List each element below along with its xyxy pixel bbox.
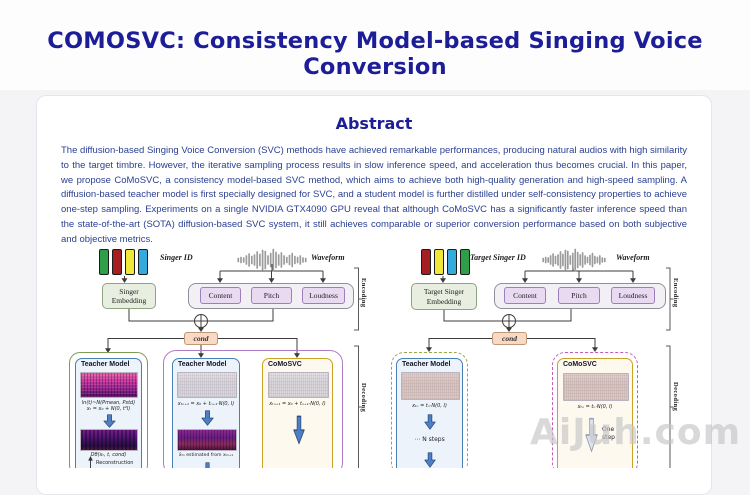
comosvc-title: CoMoSVC <box>563 361 597 368</box>
teacher-dashed-frame <box>391 352 468 468</box>
watermark: AiJuh.com <box>530 412 742 453</box>
teacher-model-box-inference: Teacher Model xₜₙ = tₙ·N(0, I) ⋯ N steps <box>396 358 463 468</box>
singer-id-block <box>460 249 470 275</box>
target-singer-embedding-box: Target Singer Embedding <box>411 283 477 310</box>
singer-id-block <box>447 249 457 275</box>
sum-icon <box>194 314 516 328</box>
output-spectrogram-image <box>80 429 138 451</box>
abstract-text: The diffusion-based Singing Voice Conver… <box>61 145 687 245</box>
waveform-label: Waveform <box>616 253 650 262</box>
loudness-encoder-box: Loudness <box>302 287 345 304</box>
denoiser-caption: Dθ(xₜ, t, cond) <box>90 452 127 458</box>
noise-image <box>401 372 460 400</box>
comosvc-student-box: CoMoSVC xₜₙ₊₁ = x₀ + tₙ₊₁·N(0, I) <box>262 358 333 468</box>
singer-id-blocks <box>99 249 148 275</box>
input-spectrogram-image <box>80 372 138 398</box>
singer-id-block <box>138 249 148 275</box>
noise-image <box>563 373 629 401</box>
singer-embedding-box: Singer Embedding <box>102 283 156 309</box>
target-singer-id-label: Target Singer ID <box>470 253 526 262</box>
distill-teacher-title: Teacher Model <box>178 361 227 368</box>
singer-id-label: Singer ID <box>160 253 193 262</box>
page-title: COMOSVC: Consistency Model-based Singing… <box>47 28 703 80</box>
down-arrow-icon <box>293 415 305 445</box>
sampling-formula: xₜₙ = tₙ·N(0, I) <box>577 404 613 410</box>
architecture-figure: Singer ID Waveform Singer Embedding Cont… <box>0 240 750 468</box>
waveform-icon <box>237 248 307 272</box>
content-encoder-box: Content <box>200 287 241 304</box>
noise-image <box>177 372 237 398</box>
waveform-label: Waveform <box>311 253 345 262</box>
up-arrow-icon <box>88 456 93 468</box>
singer-id-block <box>125 249 135 275</box>
comosvc-dashed-frame <box>552 352 638 468</box>
singer-id-block <box>112 249 122 275</box>
distill-teacher-box: Teacher Model xₜₙ₊₁ = x₀ + tₙ₊₁·N(0, I) … <box>172 358 240 468</box>
target-singer-id-blocks <box>421 249 470 275</box>
reconstruction-label: Reconstruction <box>96 460 134 466</box>
sampling-formula: xₜₙ = tₙ·N(0, I) <box>412 403 447 409</box>
down-arrow-icon <box>103 414 116 428</box>
estimate-caption: x̂ₜₙ estimated from xₜₙ₊₁ <box>178 453 234 458</box>
down-arrow-icon <box>201 410 214 426</box>
teacher-model-title: Teacher Model <box>81 361 130 368</box>
n-steps-label: ⋯ N steps <box>414 436 445 443</box>
bracket-lines <box>354 267 674 468</box>
distillation-outer-frame <box>163 350 343 468</box>
one-step-label: One step <box>602 426 615 441</box>
abstract-heading: Abstract <box>335 114 413 133</box>
waveform-icon <box>542 248 606 272</box>
page-header <box>0 0 750 90</box>
down-arrow-icon <box>424 414 436 430</box>
encoding-bracket-label: Encoding <box>672 278 679 308</box>
teacher-model-title: Teacher Model <box>402 361 451 368</box>
singer-id-block <box>421 249 431 275</box>
teacher-outer-frame <box>69 352 148 468</box>
encoding-bracket-label: Encoding <box>360 278 367 308</box>
noise-formula: ln(t)~N(Pmean, Pstd) <box>81 400 136 406</box>
estimated-spectrogram-image <box>177 429 237 451</box>
pitch-encoder-box: Pitch <box>558 287 600 304</box>
comosvc-title: CoMoSVC <box>268 361 302 368</box>
noise-formula-2: xₜ = x₀ + N(0, t²I) <box>86 406 131 412</box>
comosvc-box-inference: CoMoSVC xₜₙ = tₙ·N(0, I) One step <box>557 358 633 468</box>
decoding-bracket-label: Decoding <box>672 382 679 412</box>
cond-box: cond <box>492 332 527 345</box>
singer-id-block <box>434 249 444 275</box>
connector-lines <box>105 264 674 468</box>
noise-image <box>268 372 329 398</box>
singer-id-block <box>99 249 109 275</box>
distill-formula: xₜₙ₊₁ = x₀ + tₙ₊₁·N(0, I) <box>177 401 235 407</box>
down-arrow-icon <box>424 452 436 468</box>
pitch-encoder-box: Pitch <box>251 287 292 304</box>
loudness-encoder-box: Loudness <box>611 287 655 304</box>
down-arrow-icon <box>205 462 210 468</box>
teacher-model-box: Teacher Model ln(t)~N(Pmean, Pstd) xₜ = … <box>75 358 142 468</box>
cond-box: cond <box>184 332 218 345</box>
decoding-bracket-label: Decoding <box>360 383 367 413</box>
comosvc-formula: xₜₙ₊₁ = x₀ + tₙ₊₁·N(0, I) <box>269 401 326 407</box>
one-step-arrow-icon <box>585 417 598 453</box>
content-encoder-box: Content <box>504 287 546 304</box>
